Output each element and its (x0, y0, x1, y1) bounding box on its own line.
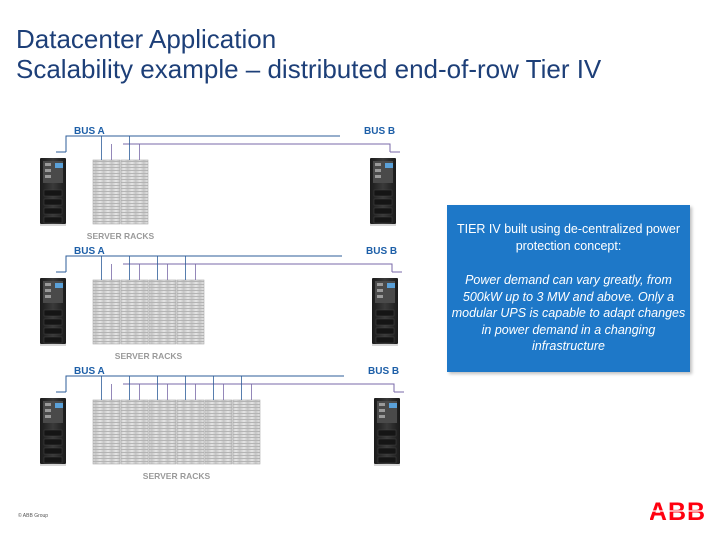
ups-left-led (45, 289, 51, 292)
bus-a-label: BUS A (74, 246, 105, 257)
ups-right-module (375, 309, 395, 317)
ups-left-module (43, 216, 63, 224)
ups-right-display (385, 163, 393, 168)
server-rack (176, 279, 205, 345)
ups-left-led (45, 169, 51, 172)
ups-right-module (377, 429, 397, 437)
page-title: Datacenter Application Scalability examp… (16, 24, 601, 84)
ups-left-module (43, 447, 63, 455)
ups-left-led (45, 283, 51, 286)
copyright: © ABB Group (18, 513, 49, 519)
bus-a-line (65, 135, 340, 152)
server-rack (120, 399, 149, 465)
ups-right-display (387, 283, 395, 288)
ups-right-shadow (374, 464, 400, 466)
server-rack (92, 159, 121, 225)
bus-b-label: BUS B (364, 126, 395, 137)
ups-right-module (377, 438, 397, 446)
ups-right-led (379, 409, 385, 412)
bus-a-line (65, 255, 342, 272)
bus-a-label: BUS A (74, 126, 105, 137)
ups-right-module (373, 198, 393, 206)
row-2: BUS A BUS B SERVER RACKS (40, 246, 402, 361)
bus-b-label: BUS B (366, 246, 397, 257)
server-rack (120, 159, 149, 225)
server-rack (92, 279, 121, 345)
ups-left-shadow (40, 224, 66, 226)
server-rack (232, 399, 261, 465)
title-line-2: Scalability example – distributed end-of… (16, 54, 602, 84)
ups-right-module (375, 336, 395, 344)
server-racks-label: SERVER RACKS (87, 231, 155, 241)
ups-left-led (45, 415, 51, 418)
ups-left-shadow (40, 464, 66, 466)
ups-right-led (379, 403, 385, 406)
callout-body: Power demand can vary greatly, from 500k… (451, 273, 686, 353)
ups-right-module (373, 216, 393, 224)
ups-right-led (377, 295, 383, 298)
ups-left-led (45, 409, 51, 412)
bus-b-line (123, 383, 395, 392)
server-rack (92, 399, 121, 465)
bus-b-line (123, 263, 393, 272)
server-rack (204, 399, 233, 465)
tier-iv-callout: TIER IV built using de-centralized power… (447, 205, 690, 372)
ups-left-led (45, 295, 51, 298)
ups-right-led (375, 175, 381, 178)
ups-right-module (375, 318, 395, 326)
server-rack (176, 399, 205, 465)
ups-right-led (377, 289, 383, 292)
ups-right-led (377, 283, 383, 286)
server-rack (120, 279, 149, 345)
ups-left-module (43, 309, 63, 317)
ups-left-module (43, 438, 63, 446)
ups-right-led (375, 163, 381, 166)
ups-right-module (375, 327, 395, 335)
ups-right-led (379, 415, 385, 418)
rows-layer: BUS A BUS B SERVER RACKS BUS A BUS B SERVER R… (40, 126, 404, 481)
title-line-1: Datacenter Application (16, 24, 277, 54)
ups-right-module (373, 189, 393, 197)
ups-left-shadow (40, 344, 66, 346)
row-3: BUS A BUS B SERVER RACKS (40, 366, 404, 481)
ups-left-module (43, 327, 63, 335)
server-rack (148, 279, 177, 345)
row-1: BUS A BUS B SERVER RACKS (40, 126, 400, 241)
ups-left-module (43, 198, 63, 206)
bus-a-label: BUS A (74, 366, 105, 377)
bus-a-line (65, 375, 344, 392)
ups-left-module (43, 207, 63, 215)
ups-left-display (55, 163, 63, 168)
ups-left-led (45, 403, 51, 406)
ups-left-module (43, 456, 63, 464)
ups-right-module (373, 207, 393, 215)
ups-left-display (55, 403, 63, 408)
server-racks-label: SERVER RACKS (143, 471, 211, 481)
abb-logo: ABB (650, 498, 705, 524)
ups-left-display (55, 283, 63, 288)
ups-right-shadow (370, 224, 396, 226)
ups-left-led (45, 163, 51, 166)
ups-left-module (43, 336, 63, 344)
callout-intro: TIER IV built using de-centralized power… (456, 222, 681, 253)
ups-left-module (43, 318, 63, 326)
ups-right-shadow (372, 344, 398, 346)
ups-left-module (43, 429, 63, 437)
ups-left-led (45, 175, 51, 178)
server-racks-label: SERVER RACKS (115, 351, 183, 361)
ups-right-module (377, 456, 397, 464)
ups-right-module (377, 447, 397, 455)
ups-right-led (375, 169, 381, 172)
server-rack (148, 399, 177, 465)
bus-b-label: BUS B (368, 366, 399, 377)
bus-b-line (123, 143, 391, 152)
ups-left-module (43, 189, 63, 197)
ups-right-display (389, 403, 397, 408)
